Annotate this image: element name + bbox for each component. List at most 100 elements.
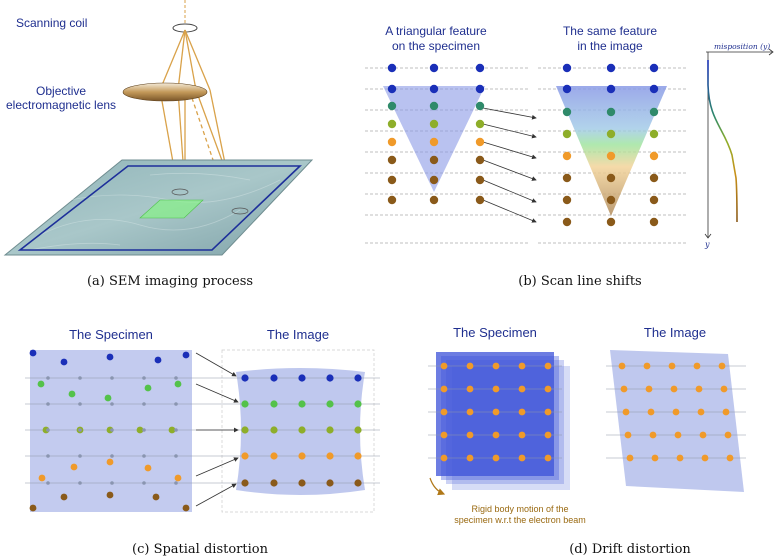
- d-image-dot: [699, 431, 707, 439]
- panel-a-sem-diagram: [3, 0, 314, 256]
- misposition-curve: [707, 60, 738, 223]
- c-grid-point: [110, 402, 114, 406]
- c-grid-point: [46, 454, 50, 458]
- b-specimen-dot: [475, 63, 485, 73]
- objective-lens: [122, 82, 208, 102]
- misposition-axis-label: misposition (y): [714, 42, 770, 51]
- c-image-dot: [298, 426, 306, 434]
- b-specimen-dot: [475, 119, 485, 129]
- c-specimen-dot: [168, 426, 176, 434]
- d-image-dot: [668, 362, 676, 370]
- d-specimen-dot: [440, 454, 448, 462]
- c-specimen-dot: [182, 351, 190, 359]
- d-image-dot: [672, 408, 680, 416]
- c-grid-point: [174, 481, 178, 485]
- c-grid-point: [110, 428, 114, 432]
- y-axis-label: y: [704, 240, 710, 249]
- c-image-dot: [326, 452, 334, 460]
- d-specimen-dot: [518, 362, 526, 370]
- c-specimen-dot: [68, 390, 76, 398]
- c-image-dot: [326, 426, 334, 434]
- d-specimen-dot: [544, 408, 552, 416]
- drift-note: Rigid body motion of the specimen w.r.t …: [454, 504, 586, 525]
- c-grid-point: [174, 376, 178, 380]
- scan-frame: [17, 165, 302, 251]
- c-specimen-dot: [182, 504, 190, 512]
- d-image-dot: [647, 408, 655, 416]
- d-image-dot: [722, 408, 730, 416]
- d-specimen-dot: [544, 454, 552, 462]
- c-specimen-dot: [60, 358, 68, 366]
- c-grid-point: [78, 376, 82, 380]
- b-image-dot: [562, 63, 572, 73]
- d-specimen-dot: [518, 385, 526, 393]
- c-specimen-dot: [174, 474, 182, 482]
- b-specimen-dot: [429, 175, 439, 185]
- b-image-dot: [649, 173, 659, 183]
- c-image-dot: [354, 452, 362, 460]
- b-specimen-dot: [475, 137, 485, 147]
- c-image-dot: [270, 374, 278, 382]
- c-grid-point: [78, 481, 82, 485]
- c-specimen-dot: [174, 380, 182, 388]
- b-specimen-dot: [429, 137, 439, 147]
- d-specimen-dot: [518, 454, 526, 462]
- d-image-dot: [693, 362, 701, 370]
- d-image-dot: [618, 362, 626, 370]
- b-image-dot: [606, 195, 616, 205]
- c-grid-point: [46, 428, 50, 432]
- c-image-dot: [270, 452, 278, 460]
- d-specimen-dot: [518, 408, 526, 416]
- b-image-dot: [562, 151, 572, 161]
- d-image-dot: [622, 408, 630, 416]
- c-image-dot: [354, 426, 362, 434]
- d-image-dot: [651, 454, 659, 462]
- c-image-dot: [241, 400, 249, 408]
- d-specimen-title: The Specimen: [453, 325, 537, 340]
- objective-lens-label: Objective electromagnetic lens: [6, 84, 117, 112]
- panel-d-drift-distortion: [428, 350, 746, 496]
- c-grid-point: [46, 481, 50, 485]
- c-grid-point: [174, 454, 178, 458]
- d-specimen-dot: [440, 431, 448, 439]
- b-image-dot: [606, 84, 616, 94]
- b-specimen-dot: [475, 195, 485, 205]
- c-image-dot: [326, 400, 334, 408]
- scan-area: [139, 199, 204, 219]
- b-specimen-dot: [387, 63, 397, 73]
- c-grid-point: [142, 428, 146, 432]
- c-specimen-dot: [38, 474, 46, 482]
- c-distortion-arrows: [195, 352, 239, 507]
- b-specimen-dot: [429, 101, 439, 111]
- c-specimen-dot: [37, 380, 45, 388]
- c-image-dot: [270, 400, 278, 408]
- b-image-dot: [606, 151, 616, 161]
- d-specimen-dot: [492, 385, 500, 393]
- c-grid-point: [142, 402, 146, 406]
- c-image-dot: [298, 479, 306, 487]
- c-specimen-dot: [152, 493, 160, 501]
- c-grid-point: [110, 376, 114, 380]
- c-specimen-title: The Specimen: [69, 327, 153, 342]
- d-specimen-dot: [544, 362, 552, 370]
- c-specimen-dot: [70, 463, 78, 471]
- b-specimen-dot: [387, 84, 397, 94]
- d-specimen-dot: [440, 362, 448, 370]
- d-specimen-dot: [544, 431, 552, 439]
- c-specimen-dot: [104, 394, 112, 402]
- sample-dots: [29, 63, 734, 512]
- b-image-dot: [562, 173, 572, 183]
- b-image-dot: [606, 217, 616, 227]
- c-image-dot: [326, 479, 334, 487]
- b-specimen-dot: [387, 119, 397, 129]
- b-specimen-dot: [429, 63, 439, 73]
- c-grid-point: [174, 428, 178, 432]
- c-specimen-dot: [144, 384, 152, 392]
- d-image-dot: [724, 431, 732, 439]
- caption-b: (b) Scan line shifts: [518, 274, 642, 289]
- b-image-dot: [606, 173, 616, 183]
- c-specimen-dot: [106, 458, 114, 466]
- d-image-dot: [697, 408, 705, 416]
- c-specimen-dot: [106, 353, 114, 361]
